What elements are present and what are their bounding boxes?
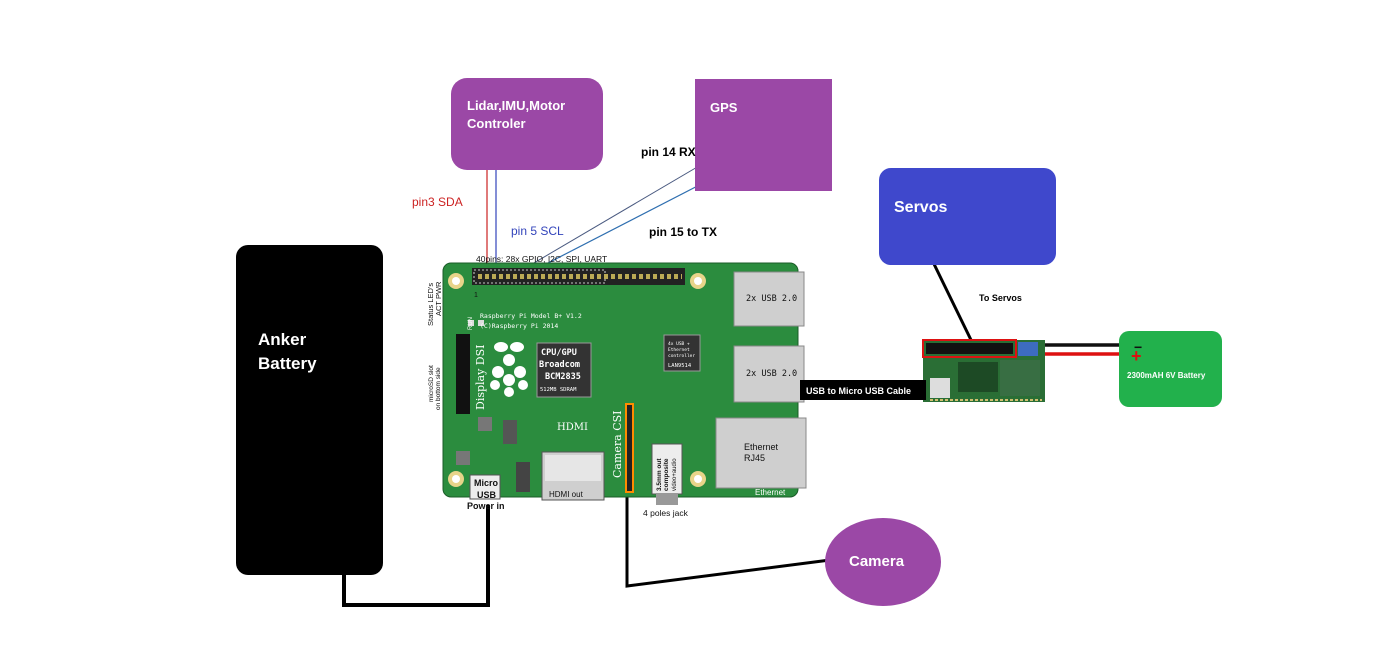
ethernet-corner-label: Ethernet xyxy=(755,488,786,497)
cpu-label-line4: 512MB SDRAM xyxy=(540,387,577,393)
anker-label-line2: Battery xyxy=(258,354,317,373)
ethernet-label-line2: RJ45 xyxy=(744,453,765,463)
raspberry-logo xyxy=(490,342,528,397)
gps-label: GPS xyxy=(710,100,738,115)
hdmi-out-label: HDMI out xyxy=(549,490,584,499)
camera-label: Camera xyxy=(849,553,905,570)
usb-cable-label: USB to Micro USB Cable xyxy=(806,386,911,396)
microsd-label-line1: microSD slot xyxy=(428,365,435,402)
usb-top-label: 2x USB 2.0 xyxy=(746,294,797,304)
jack-label: 4 poles jack xyxy=(643,508,689,518)
power-wire xyxy=(342,505,490,607)
usb-port-bottom xyxy=(733,345,805,403)
micro-usb-label-line2: USB xyxy=(477,490,497,500)
battery-minus-sign: − xyxy=(1134,339,1142,355)
to-servos-label: To Servos xyxy=(979,293,1022,303)
battery-6v-label: 2300mAH 6V Battery xyxy=(1127,371,1206,380)
run-label: RUN xyxy=(468,317,474,330)
ethernet-port xyxy=(715,417,807,489)
ethernet-controller-chip xyxy=(663,334,701,372)
usb-bottom-label: 2x USB 2.0 xyxy=(746,369,797,379)
display-dsi-label: Display DSI xyxy=(474,344,487,410)
eth-controller-chip-label: LAN9514 xyxy=(668,363,692,369)
gpio-header-label: 40pins: 28x GPIO, I2C, SPI, UART xyxy=(476,254,607,264)
display-dsi-slot xyxy=(456,334,470,414)
scl-label: pin 5 SCL xyxy=(511,224,564,238)
cpu-label-line3: BCM2835 xyxy=(545,372,581,382)
usb-cable-bar xyxy=(800,380,926,400)
eth-controller-line1: 4x USB + xyxy=(668,341,690,347)
audio-jack xyxy=(651,443,683,495)
act-pwr-label: ACT PWR xyxy=(434,281,443,316)
microsd-label-line2: on bottom side xyxy=(435,367,442,410)
servos-label: Servos xyxy=(894,199,947,216)
camera-csi-label: Camera CSI xyxy=(611,410,624,478)
cpu-label-line1: CPU/GPU xyxy=(541,348,577,358)
hdmi-label: HDMI xyxy=(557,422,588,433)
servo-controller-board xyxy=(922,339,1045,402)
model-label-line1: Raspberry Pi Model B+ V1.2 xyxy=(480,312,582,320)
pin1-label: 1 xyxy=(474,292,478,299)
audio-label-line1: 3.5mm out xyxy=(656,458,663,491)
lidar-label-line2: Controler xyxy=(467,116,526,131)
board-labels: 40pins: 28x GPIO, I2C, SPI, UART 1 Raspb… xyxy=(426,254,797,518)
power-in-label: Power in xyxy=(467,501,505,511)
anker-label-line1: Anker xyxy=(258,330,307,349)
sda-label: pin3 SDA xyxy=(412,195,463,209)
usb-port-top xyxy=(733,271,805,327)
raspberry-pi-board xyxy=(442,262,807,505)
cpu-chip xyxy=(536,342,592,398)
audio-label-line3: video+audio xyxy=(672,458,678,491)
tx-label: pin 15 to TX xyxy=(649,225,717,239)
rx-label: pin 14 RX xyxy=(641,145,696,159)
micro-usb-port xyxy=(469,474,501,500)
anker-battery-box: Anker Battery xyxy=(236,245,383,575)
eth-controller-line2: Ethernet xyxy=(668,347,690,353)
lidar-label-line1: Lidar,IMU,Motor xyxy=(467,98,565,113)
camera-wire xyxy=(625,478,831,588)
micro-usb-label-line1: Micro xyxy=(474,478,499,488)
lidar-imu-box: Lidar,IMU,Motor Controler xyxy=(451,78,603,170)
cpu-label-line2: Broadcom xyxy=(539,360,580,370)
model-label-line2: (C)Raspberry Pi 2014 xyxy=(480,322,558,330)
servos-box: Servos xyxy=(879,168,1056,265)
gps-box: GPS xyxy=(695,79,832,191)
ethernet-label-line1: Ethernet xyxy=(744,442,779,452)
camera-ellipse: Camera xyxy=(825,518,941,606)
battery-6v-box: 2300mAH 6V Battery − + xyxy=(1119,331,1222,407)
connection-labels: pin3 SDA pin 5 SCL pin 14 RX pin 15 to T… xyxy=(412,145,1022,400)
battery-plus-sign: + xyxy=(1131,346,1142,366)
status-leds-label: Status LED's xyxy=(426,283,435,326)
servo-wire xyxy=(932,263,974,343)
eth-controller-line3: controller xyxy=(668,353,695,359)
audio-label-line2: composite xyxy=(663,458,670,491)
